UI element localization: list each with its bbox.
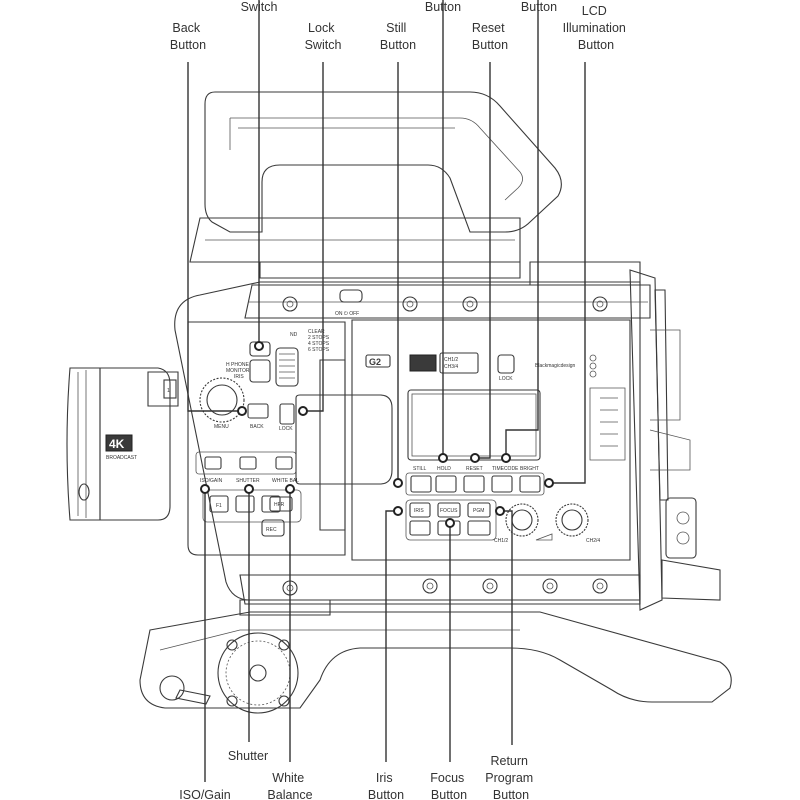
4k-badge-text: 4K: [109, 437, 125, 451]
timecode-label: TIMECODE: [492, 466, 519, 472]
pgm-label: PGM: [473, 508, 484, 514]
camera-illustration: ON ⏻ OFF 4K: [66, 91, 732, 714]
ch34-label: CH3/4: [444, 364, 458, 370]
lock-button-label: LOCK: [499, 376, 513, 382]
label-back-button: Back Button: [170, 21, 206, 52]
label-timecode-button: Button: [521, 0, 557, 14]
return-program-marker: [495, 506, 505, 516]
ch2-4-label: CH2/4: [586, 538, 600, 544]
camera-body: ON ⏻ OFF: [174, 261, 721, 611]
nd-line-4: 6 STOPS: [308, 347, 330, 353]
switch-marker: [254, 341, 264, 351]
lock-switch-marker: [298, 406, 308, 416]
right-control-panel: G2 CH1/2 CH3/4 LOCK Blackmagicdesign STI…: [351, 319, 631, 561]
label-still-button: Still Button: [380, 21, 416, 52]
ch12-label: CH1/2: [444, 357, 458, 363]
carry-handle: [189, 91, 562, 279]
lock-small-label: LOCK: [279, 426, 293, 432]
shutter-label: SHUTTER: [236, 478, 260, 484]
back-button-marker: [237, 406, 247, 416]
broadcast-label: BROADCAST: [106, 455, 137, 461]
shutter-marker: [244, 484, 254, 494]
label-switch: Switch: [241, 0, 278, 14]
hold-button-marker: [438, 453, 448, 463]
iris-label: IRIS: [414, 508, 424, 514]
focus-button-marker: [445, 518, 455, 528]
label-iso-gain: ISO/Gain: [179, 788, 230, 800]
label-return-program-button: Return Program Button: [485, 754, 536, 800]
callout-lines: [187, 0, 586, 782]
label-reset-button: Reset Button: [472, 21, 508, 52]
label-iris-button: Iris Button: [368, 771, 404, 800]
label-shutter: Shutter: [228, 749, 268, 763]
brand-logo: Blackmagicdesign: [535, 363, 576, 369]
white-balance-marker: [285, 484, 295, 494]
iso-gain-label: ISO/GAIN: [200, 478, 223, 484]
label-lcd-illumination: LCD Illumination Button: [563, 4, 630, 52]
label-lock-switch: Lock Switch: [305, 21, 342, 52]
menu-label: MENU: [214, 424, 229, 430]
label-white-balance: White Balance: [267, 771, 312, 800]
iris-button-marker: [393, 506, 403, 516]
4k-badge-icon: [105, 434, 133, 452]
nd-line-2: 2 STOPS: [308, 335, 330, 341]
timecode-button-marker: [501, 453, 511, 463]
f1-label: F1: [216, 503, 222, 509]
hp-label-1: H PHONE: [226, 362, 249, 368]
lens: 4K BROADCAST 1: [66, 367, 179, 521]
label-focus-button: Focus Button: [430, 771, 468, 800]
white-bal-label: WHITE BAL: [272, 478, 299, 484]
nd-line-3: 4 STOPS: [308, 341, 330, 347]
label-hold-button: Button: [425, 0, 461, 14]
hp-label-2: MONITOR: [226, 368, 250, 374]
hp-label-3: IRIS: [234, 374, 244, 380]
nd-label: ND: [290, 332, 298, 338]
hold-label: HOLD: [437, 466, 451, 472]
bright-label: BRIGHT: [520, 466, 539, 472]
nd-line-1: CLEAR: [308, 329, 325, 335]
lens-mark: 1: [167, 388, 170, 394]
left-control-panel: H PHONE MONITOR IRIS MENU BACK LOCK ND C…: [187, 321, 393, 556]
power-switch-label: ON ⏻ OFF: [335, 311, 359, 317]
lcd-illumination-marker: [544, 478, 554, 488]
reset-label: RESET: [466, 466, 483, 472]
ch1-2-label: CH1/2: [494, 538, 508, 544]
callout-labels: Back Button Switch Lock Switch Still But…: [170, 0, 630, 800]
still-label: STILL: [413, 466, 427, 472]
rec-label: REC: [266, 527, 277, 533]
reset-button-marker: [470, 453, 480, 463]
still-button-marker: [393, 478, 403, 488]
iso-gain-marker: [200, 484, 210, 494]
shoulder-mount: [139, 599, 732, 714]
back-label: BACK: [250, 424, 264, 430]
focus-label: FOCUS: [440, 508, 458, 514]
hfr-label: HFR: [274, 502, 285, 508]
g2-badge: G2: [369, 357, 381, 367]
